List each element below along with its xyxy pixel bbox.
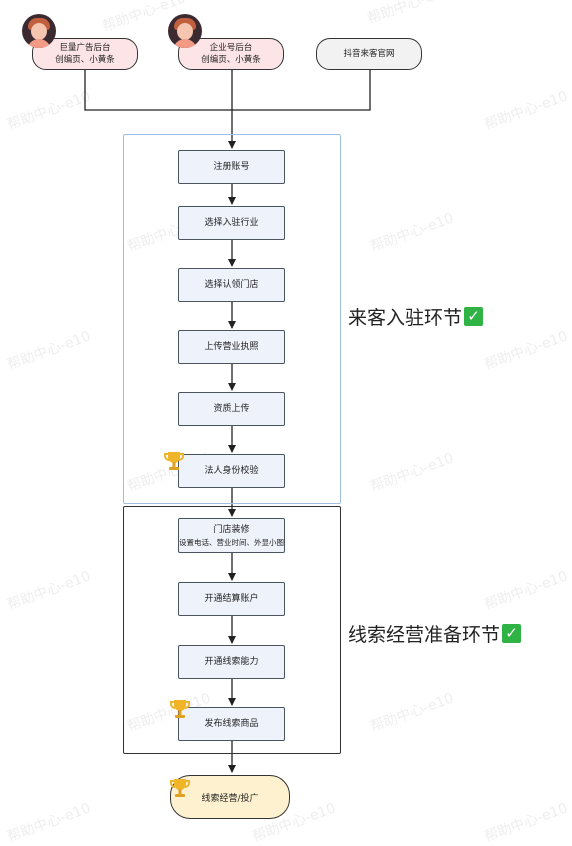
step-select-industry: 选择入驻行业	[178, 206, 285, 240]
watermark: 帮助中心-e10	[5, 88, 93, 134]
step-publish-lead-product: 发布线索商品	[178, 707, 285, 741]
trophy-icon	[164, 452, 184, 470]
source-official-site: 抖音来客官网	[316, 38, 422, 70]
step-label: 选择认领门店	[204, 279, 259, 290]
final-label: 线索经营/投广	[201, 793, 259, 804]
step-enable-leads: 开通线索能力	[178, 645, 285, 679]
trophy-icon	[170, 700, 190, 718]
user-avatar	[22, 14, 56, 48]
watermark: 帮助中心-e10	[482, 88, 570, 134]
stage-2-frame	[123, 506, 341, 754]
source-title: 抖音来客官网	[343, 49, 395, 59]
watermark: 帮助中心-e10	[365, 0, 453, 28]
step-register-account: 注册账号	[178, 150, 285, 184]
step-claim-store: 选择认领门店	[178, 268, 285, 302]
watermark: 帮助中心-e10	[5, 328, 93, 374]
watermark: 帮助中心-e10	[368, 690, 456, 736]
step-label: 法人身份校验	[204, 465, 259, 476]
watermark: 帮助中心-e10	[482, 800, 570, 846]
step-upload-qualification: 资质上传	[178, 392, 285, 426]
watermark: 帮助中心-e10	[5, 568, 93, 614]
step-open-settlement-account: 开通结算账户	[178, 582, 285, 616]
step-label: 开通结算账户	[204, 593, 259, 604]
stage-label-text: 来客入驻环节	[348, 307, 463, 329]
watermark: 帮助中心-e10	[368, 450, 456, 496]
step-label: 门店装修	[213, 524, 250, 535]
source-title: 企业号后台	[209, 43, 253, 53]
source-subtitle: 创编页、小黄条	[55, 55, 115, 65]
source-title: 巨量广告后台	[59, 43, 111, 53]
source-subtitle: 创编页、小黄条	[201, 55, 261, 65]
stage-1-label: 来客入驻环节 ✓	[348, 303, 484, 330]
stage-1-frame	[123, 134, 341, 504]
step-legal-person-verification: 法人身份校验	[178, 454, 285, 488]
user-avatar	[168, 14, 202, 48]
trophy-icon	[170, 779, 190, 797]
stage-2-label: 线索经营准备环节 ✓	[348, 620, 522, 647]
step-sublabel: 设置电话、营业时间、外显小图	[179, 537, 284, 547]
stage-label-text: 线索经营准备环节	[348, 624, 501, 646]
watermark: 帮助中心-e10	[5, 800, 93, 846]
step-label: 上传营业执照	[204, 341, 259, 352]
check-icon: ✓	[502, 624, 522, 643]
watermark: 帮助中心-e10	[482, 568, 570, 614]
step-label: 开通线索能力	[204, 656, 259, 667]
step-store-decoration: 门店装修 设置电话、营业时间、外显小图	[178, 518, 285, 553]
watermark: 帮助中心-e10	[368, 210, 456, 256]
step-label: 资质上传	[213, 403, 250, 414]
check-icon: ✓	[464, 307, 484, 326]
step-label: 选择入驻行业	[204, 217, 259, 228]
watermark: 帮助中心-e10	[482, 328, 570, 374]
step-upload-license: 上传营业执照	[178, 330, 285, 364]
step-label: 注册账号	[213, 161, 250, 172]
step-label: 发布线索商品	[204, 718, 259, 729]
